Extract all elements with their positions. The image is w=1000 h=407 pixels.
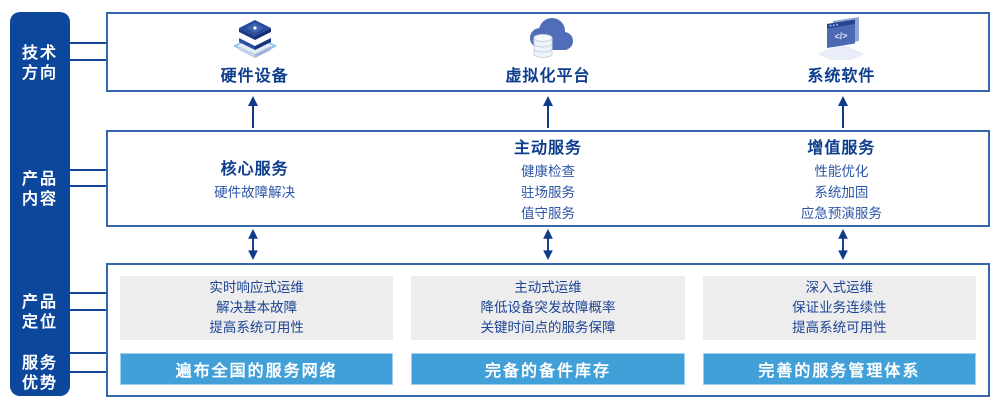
cloud-database-icon [529,18,573,58]
service-item: 性能优化 [814,163,869,179]
up-arrow-icon [246,95,260,128]
connector-line [70,352,107,354]
positioning-line: 保证业务连续性 [792,300,887,315]
positioning-line: 实时响应式运维 [209,280,304,295]
positioning-line: 深入式运维 [805,280,874,295]
service-group-value-added: 增值服务 性能优化 系统加固 应急预演服务 [695,132,988,225]
up-arrow-icon [541,95,555,128]
service-item: 应急预演服务 [800,205,882,221]
product-content-box: 核心服务 硬件故障解决 主动服务 健康检查 驻场服务 值守服务 增值服务 性能优… [106,130,990,227]
connector-line [70,371,107,373]
up-arrow-icon [836,95,850,128]
service-item: 系统加固 [814,184,869,200]
sidebar-label-product-content: 产品内容 [21,171,58,208]
connector-line [70,309,107,311]
positioning-line: 主动式运维 [514,280,582,295]
tech-label: 虚拟化平台 [505,68,591,85]
service-item: 驻场服务 [520,184,575,200]
server-stack-icon [232,20,277,58]
advantage-bar: 遍布全国的服务网络 [120,353,394,385]
tech-label: 硬件设备 [220,68,289,85]
positioning-box: 实时响应式运维 解决基本故障 提高系统可用性 [120,276,394,340]
positioning-line: 关键时间点的服务保障 [480,320,616,335]
tech-label: 系统软件 [807,68,876,85]
svg-text:</>: </> [834,30,848,41]
connector-line [70,42,107,44]
tech-item-hardware: 硬件设备 [108,14,401,92]
double-arrow-icon [541,229,555,260]
service-item: 值守服务 [520,205,575,221]
connector-line [70,292,107,294]
positioning-box: 主动式运维 降低设备突发故障概率 关键时间点的服务保障 [411,276,685,340]
service-group-proactive: 主动服务 健康检查 驻场服务 值守服务 [401,132,694,225]
service-group-core: 核心服务 硬件故障解决 [108,132,401,225]
tech-item-system-software: </> 系统软件 [695,14,988,92]
advantage-bar: 完善的服务管理体系 [702,353,976,385]
connector-line [70,169,107,171]
positioning-column-realtime: 实时响应式运维 解决基本故障 提高系统可用性 遍布全国的服务网络 [120,276,394,385]
connector-line [70,185,107,187]
service-item: 硬件故障解决 [214,184,296,200]
positioning-box: 深入式运维 保证业务连续性 提高系统可用性 [702,276,976,340]
service-title: 主动服务 [513,139,582,157]
tech-item-virtualization: 虚拟化平台 [401,14,694,92]
positioning-advantage-box: 实时响应式运维 解决基本故障 提高系统可用性 遍布全国的服务网络 主动式运维 降… [106,263,990,397]
sidebar: 技术方向 产品内容 产品定位 服务优势 [10,12,70,396]
tech-direction-box: 硬件设备 虚拟化平台 [106,12,990,92]
service-title: 核心服务 [220,160,289,178]
positioning-line: 提高系统可用性 [209,320,304,335]
sidebar-label-tech-direction: 技术方向 [21,45,58,82]
service-item: 健康检查 [520,163,575,179]
positioning-column-indepth: 深入式运维 保证业务连续性 提高系统可用性 完善的服务管理体系 [702,276,976,385]
sidebar-label-service-advantage: 服务优势 [21,355,58,392]
double-arrow-icon [836,229,850,260]
positioning-line: 降低设备突发故障概率 [480,300,616,315]
service-title: 增值服务 [807,139,876,157]
sidebar-label-product-position: 产品定位 [21,294,58,331]
connector-line [70,59,107,61]
positioning-line: 解决基本故障 [216,300,298,315]
positioning-line: 提高系统可用性 [792,320,887,335]
code-window-icon: </> [817,17,866,60]
advantage-bar: 完备的备件库存 [411,353,685,385]
double-arrow-icon [246,229,260,260]
positioning-column-proactive: 主动式运维 降低设备突发故障概率 关键时间点的服务保障 完备的备件库存 [411,276,685,385]
